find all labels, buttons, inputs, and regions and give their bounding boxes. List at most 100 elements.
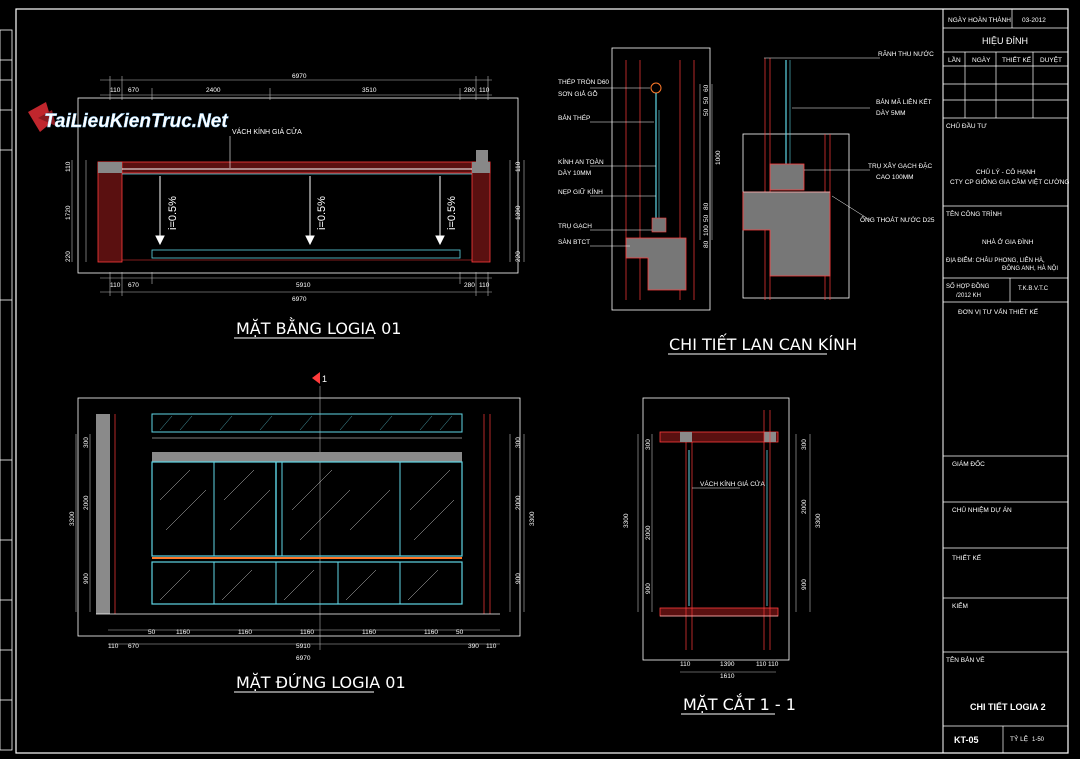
railing-label-1: THÉP TRÒN D60 [558, 77, 609, 86]
railing-label-2: SƠN GIẢ GỖ [558, 89, 598, 98]
section-marker-icon [312, 372, 320, 384]
elev-left-dim-3: 900 [83, 573, 90, 584]
section-view: VÁCH KÍNH GIÁ CỬA 300 2000 900 3300 300 … [623, 397, 822, 715]
railing-title: CHI TIẾT LAN CAN KÍNH [669, 333, 857, 354]
plan-top-dim-1: 110 [110, 87, 121, 94]
railing-dim-4: 1000 [715, 150, 722, 165]
tb-project-name: NHÀ Ở GIA ĐÌNH [982, 237, 1034, 246]
plan-right-dim-1: 110 [515, 161, 522, 172]
tb-address-2: ĐÔNG ANH, HÀ NỘI [1002, 265, 1058, 272]
plan-glass-label: VÁCH KÍNH GIÁ CỬA [232, 127, 302, 136]
railing-detail: 60 50 50 1000 80 50 100 80 THÉP TRÒN D60… [558, 47, 935, 355]
plan-bot-dim-4: 280 [464, 282, 475, 289]
sec-left-overall: 3300 [623, 513, 630, 528]
railing-dim-5: 80 [703, 202, 710, 210]
railing-label-6: NẸP GIỮ KÍNH [558, 187, 603, 196]
plan-title: MẶT BẰNG LOGIA 01 [236, 317, 401, 338]
plan-left-dim-2: 1720 [65, 205, 72, 220]
tb-drawing-label: TÊN BẢN VẼ [946, 655, 985, 664]
elev-bot-r2-2: 5910 [296, 643, 311, 650]
tb-contract-2: /2012 KH [956, 293, 981, 299]
railing-dim-3: 50 [703, 108, 710, 116]
elev-left-overall: 3300 [69, 511, 76, 526]
plan-right-dim-2: 1390 [515, 205, 522, 220]
plan-right-dim-3: 220 [515, 251, 522, 262]
railing-frame-left [611, 47, 711, 311]
elev-bot-5: 1160 [362, 629, 376, 636]
tb-revision-header: HIỆU ĐÍNH [982, 36, 1028, 46]
tb-consultant-label: ĐƠN VỊ TƯ VẤN THIẾT KẾ [958, 306, 1039, 316]
plan-overall-top: 6970 [292, 73, 307, 80]
sec-right-overall: 3300 [815, 513, 822, 528]
tb-stage: T.K.B.V.T.C [1018, 286, 1049, 292]
tb-role-pm: CHỦ NHIỆM DỰ ÁN [952, 505, 1012, 514]
plan-view: i=0.5% i=0.5% i=0.5% VÁCH KÍNH GIÁ CỬA 1… [65, 73, 525, 339]
tb-address-1: ĐỊA ĐIỂM: CHÂU PHONG, LIÊN HÀ, [946, 256, 1045, 264]
tb-owner-line-1: CHỦ LÝ - CÔ HẠNH [976, 167, 1036, 176]
elevation-glass-door [151, 461, 463, 557]
sec-left-dim-2: 2000 [645, 525, 652, 540]
plan-railing [151, 249, 461, 259]
railing-rlabel-3: DÀY 5MM [876, 108, 906, 117]
plan-top-dim-4: 3510 [362, 87, 377, 94]
railing-dim-1: 60 [703, 84, 710, 92]
plan-slope-3: i=0.5% [446, 196, 458, 230]
plan-wall-left [97, 161, 123, 263]
elev-bot-2: 1160 [176, 629, 190, 636]
plan-overall-bottom: 6970 [292, 296, 307, 303]
watermark: TaiLieuKienTruc.Net [28, 102, 229, 132]
tb-completion-value: 03-2012 [1022, 17, 1046, 24]
plan-left-dim-3: 220 [65, 251, 72, 262]
sec-overall: 1610 [720, 673, 735, 680]
sec-bot-4: 110 [768, 661, 779, 668]
elevation-bottom-rail [151, 561, 463, 605]
elev-left-dim-1: 300 [83, 437, 90, 448]
railing-label-4: KÍNH AN TOÀN [558, 157, 604, 166]
sec-bot-3: 110 [756, 661, 767, 668]
tb-completion-label: NGÀY HOÀN THÀNH [948, 15, 1011, 24]
elev-left-dim-2: 2000 [83, 495, 90, 510]
plan-slope-2: i=0.5% [316, 196, 328, 230]
section-glass-label: VÁCH KÍNH GIÁ CỬA [700, 479, 765, 488]
railing-label-3: BẢN THÉP [558, 113, 590, 122]
elev-bot-4: 1160 [300, 629, 314, 636]
railing-rlabel-6: ỐNG THOÁT NƯỚC D25 [860, 214, 935, 224]
tb-owner-label: CHỦ ĐẦU TƯ [946, 120, 987, 130]
railing-dim-7: 100 [703, 225, 710, 236]
sec-right-dim-2: 2000 [801, 499, 808, 514]
elevation-top-rail [151, 413, 463, 433]
elev-right-overall: 3300 [529, 511, 536, 526]
sec-right-dim-1: 300 [801, 439, 808, 450]
railing-slab [625, 237, 687, 291]
railing-dim-6: 50 [703, 214, 710, 222]
tb-project-label: TÊN CÔNG TRÌNH [946, 209, 1002, 218]
railing-dim-2: 50 [703, 96, 710, 104]
elev-bot-1: 50 [148, 629, 156, 636]
sec-right-dim-3: 900 [801, 579, 808, 590]
railing-label-8: SÀN BTCT [558, 237, 590, 246]
tb-role-designer: THIẾT KẾ [952, 552, 982, 562]
railing-rlabel-4: TRỤ XÂY GẠCH ĐẶC [868, 161, 932, 170]
railing-label-5: DÀY 10MM [558, 168, 591, 177]
plan-top-dim-2: 670 [128, 87, 139, 94]
plan-frame [77, 97, 519, 274]
elev-right-dim-2: 2000 [515, 495, 522, 510]
left-strip [0, 29, 13, 751]
sec-bot-1: 110 [680, 661, 691, 668]
railing-rlabel-1: RÃNH THU NƯỚC [878, 49, 934, 58]
tb-owner-line-2: CTY CP GIỐNG GIA CẦM VIỆT CƯỜNG [950, 176, 1069, 186]
watermark-text: TaiLieuKienTruc.Net [44, 111, 228, 132]
elev-bot-extra-2: 110 [486, 643, 497, 650]
sec-left-dim-1: 300 [645, 439, 652, 450]
tb-rev-col-4: DUYỆT [1040, 55, 1062, 64]
tb-drawing-no: KT-05 [954, 735, 979, 745]
title-block: NGÀY HOÀN THÀNH 03-2012 HIỆU ĐÍNH LẦN NG… [942, 8, 1069, 754]
elev-bot-3: 1160 [238, 629, 252, 636]
handrail-icon [650, 82, 662, 94]
sec-left-dim-3: 900 [645, 583, 652, 594]
railing-slab-right [742, 191, 831, 277]
plan-top-dim-3: 2400 [206, 87, 221, 94]
tb-scale-value: 1-50 [1032, 737, 1045, 743]
plan-slope-1: i=0.5% [167, 196, 179, 230]
